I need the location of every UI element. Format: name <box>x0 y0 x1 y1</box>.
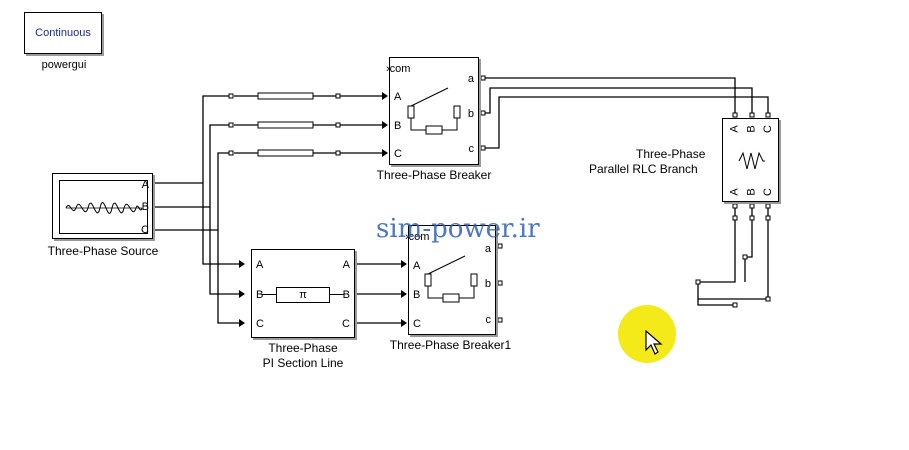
breaker1-in-port-b: B <box>413 289 421 301</box>
rlc-bottom-port-b: B <box>745 188 758 196</box>
three-phase-breaker-label: Three-Phase Breaker <box>376 168 492 182</box>
source-port-a: A <box>141 179 149 191</box>
series-branch-elements <box>257 92 314 157</box>
breaker-switch-icon <box>407 87 461 135</box>
source-waveform-icon <box>59 180 148 234</box>
pi-in-port-c: C <box>256 318 264 330</box>
powergui-label: powergui <box>41 59 87 71</box>
signal-lines <box>155 77 769 324</box>
breaker-out-port-a: a <box>467 73 474 85</box>
breaker-in-port-c: C <box>394 148 402 160</box>
rlc-bottom-port-c: C <box>761 188 774 196</box>
breaker-in-port-b: B <box>394 120 402 132</box>
powergui-mode-text: Continuous <box>35 27 91 39</box>
parallel-rlc-branch-block[interactable]: A B C A B C <box>722 118 779 202</box>
three-phase-source-label: Three-Phase Source <box>47 244 159 258</box>
pi-out-port-a: A <box>342 259 350 271</box>
three-phase-source-block[interactable]: A B C <box>52 173 153 239</box>
three-phase-breaker-block[interactable]: ›com A B C a b c <box>386 57 479 165</box>
pi-line-icon: π <box>276 287 330 303</box>
breaker1-in-port-c: C <box>413 318 421 330</box>
mouse-pointer-icon <box>645 330 663 355</box>
rlc-resistor-icon <box>738 151 765 170</box>
rlc-bottom-port-a: A <box>728 188 741 196</box>
pi-section-line-block[interactable]: A B C A B C π <box>251 249 355 338</box>
rlc-top-port-b: B <box>745 125 758 133</box>
pi-out-port-b: B <box>342 289 350 301</box>
pi-in-port-b: B <box>256 289 264 301</box>
rlc-top-port-a: A <box>728 125 741 133</box>
breaker-out-port-c: c <box>468 143 475 155</box>
connection-nodes <box>228 75 771 323</box>
breaker1-out-port-a: a <box>484 243 491 255</box>
source-port-c: C <box>141 224 149 236</box>
breaker-out-port-b: b <box>467 108 474 120</box>
port-arrows <box>239 92 407 327</box>
breaker1-in-port-a: A <box>413 260 421 272</box>
watermark-text: sim-power.ir <box>376 214 540 244</box>
breaker1-out-port-c: c <box>485 314 492 326</box>
breaker1-out-port-b: b <box>484 278 491 290</box>
rlc-top-port-c: C <box>761 125 774 133</box>
powergui-block[interactable]: Continuous <box>24 12 102 54</box>
rlc-label-2: Parallel RLC Branch <box>589 162 698 176</box>
breaker-com-port: ›com <box>386 63 411 75</box>
rlc-label-1: Three-Phase <box>636 147 706 161</box>
pi-out-port-c: C <box>342 318 350 330</box>
breaker1-com-port: ›com <box>405 231 430 243</box>
pi-section-line-label-2: PI Section Line <box>262 356 344 370</box>
source-port-b: B <box>141 201 149 213</box>
three-phase-breaker1-block[interactable]: ›com A B C a b c <box>405 225 496 335</box>
pi-in-port-a: A <box>256 259 264 271</box>
breaker1-switch-icon <box>424 255 478 303</box>
three-phase-breaker1-label: Three-Phase Breaker1 <box>389 338 512 352</box>
pi-section-line-label-1: Three-Phase <box>268 341 338 355</box>
breaker-in-port-a: A <box>394 91 402 103</box>
